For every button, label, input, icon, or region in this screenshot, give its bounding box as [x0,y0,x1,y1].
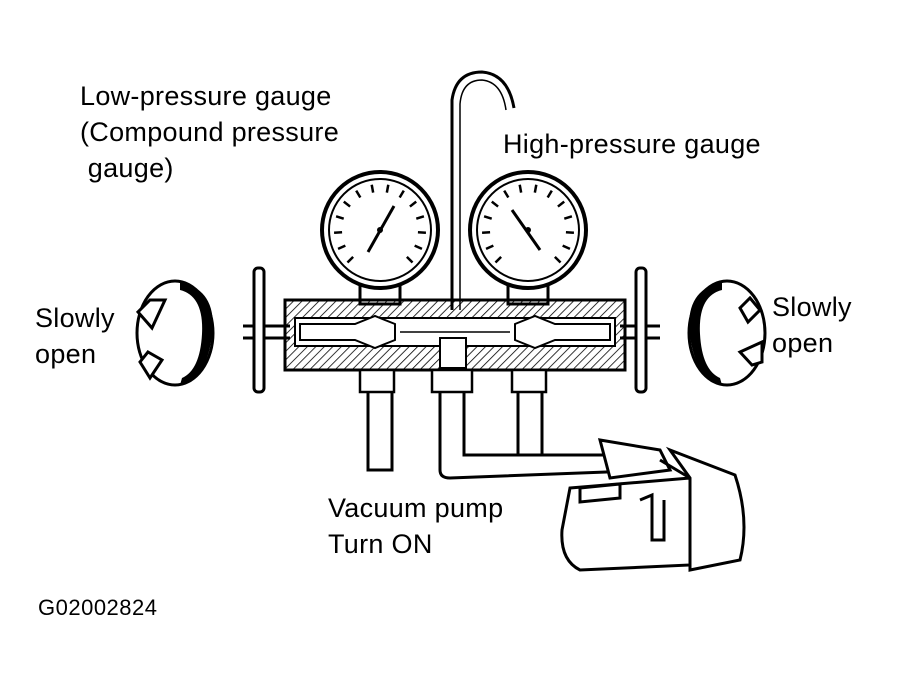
gauge-tick [343,200,351,208]
gauge-tick [546,189,553,199]
gauge-tick [346,255,355,264]
gauge-tick [503,189,510,199]
gauge-tick [485,244,494,251]
gauge-tick [414,244,423,251]
manifold-fittings [358,368,548,394]
gauge-tick [562,244,571,251]
label-line: (Compound pressure [80,117,340,147]
high-pressure-gauge-label: High-pressure gauge [503,126,761,162]
gauge-tick [491,200,499,208]
gauge-tick [494,255,503,264]
label-line: G02002824 [38,595,158,620]
vacuum-pump [560,438,746,572]
label-line: gauge) [80,153,174,183]
gauge-tick [355,189,362,199]
label-line: Vacuum pump [328,493,504,523]
gauge-tick [557,200,565,208]
gauge-tick [385,184,390,193]
figure-code: G02002824 [38,590,158,626]
label-line: open [35,339,97,369]
label-line: open [772,328,834,358]
charging-hose-top [450,70,516,310]
left-valve-label: Slowly open [35,300,115,372]
gauge-tick [483,215,493,220]
label-line: Turn ON [328,529,433,559]
gauge-tick [405,255,414,264]
gauge-tick [533,184,538,193]
vacuum-pump-label: Vacuum pump Turn ON [328,490,503,562]
gauge-tick [409,200,417,208]
high-side-hand-valve [620,266,660,394]
low-side-hand-valve [243,266,290,394]
gauge-tick [337,244,346,251]
gauge-tick [335,215,345,220]
gauge-tick [518,184,523,193]
right-valve-label: Slowly open [772,289,852,361]
low-pressure-gauge-label: Low-pressure gauge (Compound pressure ga… [80,78,339,186]
hoses [366,392,662,480]
counterclockwise-arrow-icon [135,279,215,387]
low-pressure-gauge [320,170,440,306]
label-line: Low-pressure gauge [80,81,332,111]
gauge-tick [415,215,425,220]
label-line: Slowly [772,292,852,322]
gauge-tick [553,255,562,264]
label-line: Slowly [35,303,115,333]
gauge-tick [370,184,375,193]
high-pressure-gauge [468,170,588,306]
gauge-tick [398,189,405,199]
gauge-tick [563,215,573,220]
label-line: High-pressure gauge [503,129,761,159]
clockwise-arrow-icon [687,279,767,387]
manifold-body [283,298,627,372]
